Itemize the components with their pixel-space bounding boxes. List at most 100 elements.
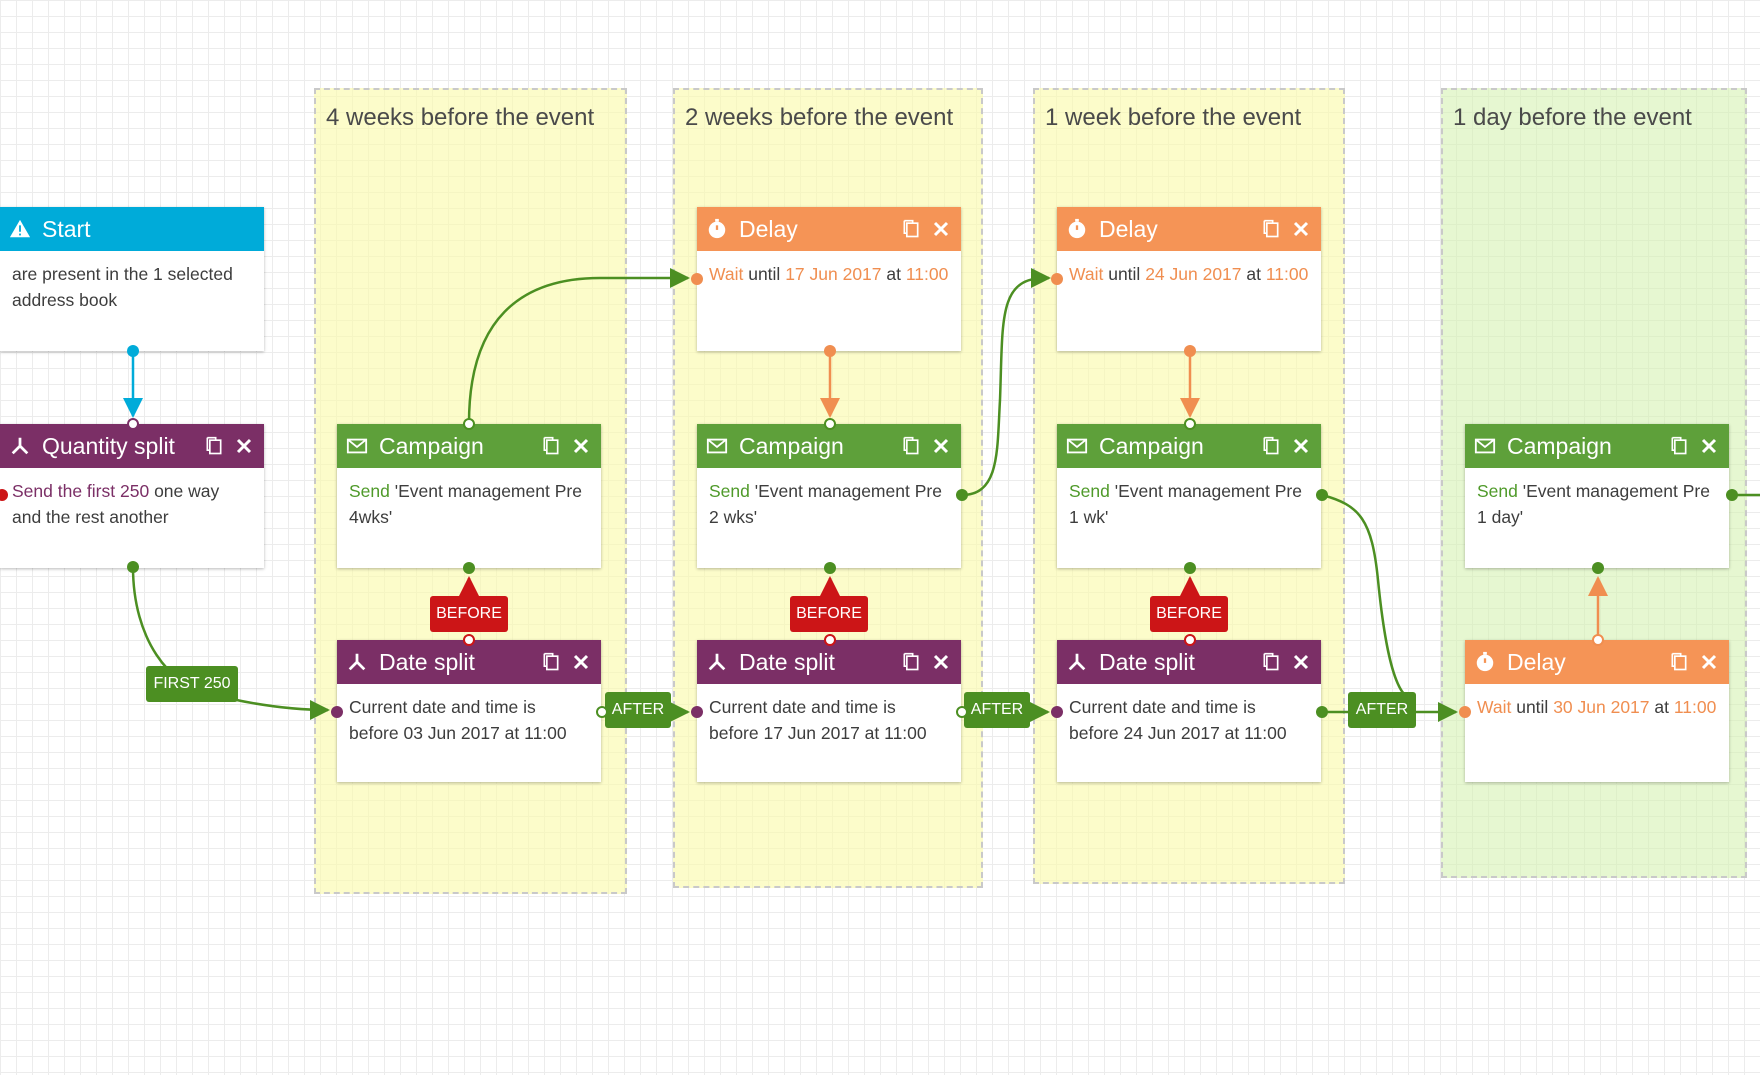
copy-icon[interactable] <box>1667 434 1691 458</box>
port-out[interactable] <box>824 562 836 574</box>
branch-tag-after[interactable]: AFTER <box>605 692 671 728</box>
branch-tag-before[interactable]: BEFORE <box>1150 596 1228 632</box>
close-icon[interactable] <box>569 434 593 458</box>
port-out[interactable] <box>1592 562 1604 574</box>
close-icon[interactable] <box>929 217 953 241</box>
port-out[interactable] <box>1184 562 1196 574</box>
port-in[interactable] <box>1459 706 1471 718</box>
wire-campaign4-delay2 <box>467 268 690 424</box>
branch-tag-before[interactable]: BEFORE <box>790 596 868 632</box>
node-start[interactable]: Start are present in the 1 selected addr… <box>0 207 264 351</box>
split-icon <box>705 650 729 674</box>
lane-title: 4 weeks before the event <box>326 104 595 131</box>
node-date-split-2wk[interactable]: Date split Current date and time is befo… <box>697 640 961 782</box>
node-delay-1day[interactable]: Delay Wait until 30 Jun 2017 at 11:00 <box>1465 640 1729 782</box>
branch-tag-before[interactable]: BEFORE <box>430 596 508 632</box>
delay-time: 11:00 <box>905 264 949 284</box>
port-in[interactable] <box>463 418 475 430</box>
node-header[interactable]: Date split <box>337 640 601 684</box>
port-in[interactable] <box>1184 634 1196 646</box>
port-in[interactable] <box>691 273 703 285</box>
lane-title: 1 day before the event <box>1453 104 1692 131</box>
port-in[interactable] <box>463 634 475 646</box>
copy-icon[interactable] <box>1259 434 1283 458</box>
close-icon[interactable] <box>929 434 953 458</box>
node-quantity-split[interactable]: Quantity split Send the first 250 one wa… <box>0 424 264 568</box>
close-icon[interactable] <box>1289 434 1313 458</box>
node-header[interactable]: Campaign <box>1057 424 1321 468</box>
copy-icon[interactable] <box>1667 650 1691 674</box>
node-campaign-2wk[interactable]: Campaign Send 'Event management Pre 2 wk… <box>697 424 961 568</box>
copy-icon[interactable] <box>539 434 563 458</box>
copy-icon[interactable] <box>539 650 563 674</box>
port-out[interactable] <box>824 345 836 357</box>
node-title: Start <box>42 215 91 242</box>
close-icon[interactable] <box>1289 217 1313 241</box>
node-header[interactable]: Delay <box>697 207 961 251</box>
close-icon[interactable] <box>1697 434 1721 458</box>
port-out[interactable] <box>1316 706 1328 718</box>
port-in[interactable] <box>127 418 139 430</box>
split-icon <box>345 650 369 674</box>
port-out[interactable] <box>1726 489 1738 501</box>
port-in[interactable] <box>824 418 836 430</box>
node-description: Current date and time is before 24 Jun 2… <box>1069 697 1287 743</box>
node-title: Delay <box>1507 648 1566 675</box>
envelope-icon <box>1065 434 1089 458</box>
node-date-split-4wk[interactable]: Date split Current date and time is befo… <box>337 640 601 782</box>
close-icon[interactable] <box>569 650 593 674</box>
port-in[interactable] <box>331 706 343 718</box>
port-out[interactable] <box>127 561 139 573</box>
close-icon[interactable] <box>232 434 256 458</box>
split-icon <box>1065 650 1089 674</box>
copy-icon[interactable] <box>1259 217 1283 241</box>
node-campaign-1wk[interactable]: Campaign Send 'Event management Pre 1 wk… <box>1057 424 1321 568</box>
node-delay-2wk[interactable]: Delay Wait until 17 Jun 2017 at 11:00 <box>697 207 961 351</box>
copy-icon[interactable] <box>899 217 923 241</box>
node-campaign-4wk[interactable]: Campaign Send 'Event management Pre 4wks… <box>337 424 601 568</box>
branch-tag-after[interactable]: AFTER <box>1348 692 1416 728</box>
node-campaign-1day[interactable]: Campaign Send 'Event management Pre 1 da… <box>1465 424 1729 568</box>
close-icon[interactable] <box>1289 650 1313 674</box>
node-description: Send 'Event management Pre 2 wks' <box>697 468 961 530</box>
node-title: Date split <box>379 648 475 675</box>
branch-tag-first-250[interactable]: FIRST 250 <box>146 666 238 702</box>
node-header[interactable]: Date split <box>697 640 961 684</box>
port-in[interactable] <box>691 706 703 718</box>
copy-icon[interactable] <box>899 434 923 458</box>
port-in[interactable] <box>1184 418 1196 430</box>
port-in[interactable] <box>1051 706 1063 718</box>
port-out[interactable] <box>596 706 608 718</box>
close-icon[interactable] <box>1697 650 1721 674</box>
port-out[interactable] <box>463 562 475 574</box>
port-out[interactable] <box>127 345 139 357</box>
port-in[interactable] <box>1051 273 1063 285</box>
copy-icon[interactable] <box>899 650 923 674</box>
node-date-split-1wk[interactable]: Date split Current date and time is befo… <box>1057 640 1321 782</box>
node-header[interactable]: Start <box>0 207 264 251</box>
port-out[interactable] <box>1592 634 1604 646</box>
port-in[interactable] <box>0 489 8 501</box>
port-out[interactable] <box>1316 489 1328 501</box>
node-header[interactable]: Quantity split <box>0 424 264 468</box>
port-out[interactable] <box>956 489 968 501</box>
port-out[interactable] <box>1184 345 1196 357</box>
port-out[interactable] <box>956 706 968 718</box>
node-header[interactable]: Delay <box>1057 207 1321 251</box>
copy-icon[interactable] <box>202 434 226 458</box>
branch-tag-after[interactable]: AFTER <box>964 692 1030 728</box>
node-header[interactable]: Date split <box>1057 640 1321 684</box>
copy-icon[interactable] <box>1259 650 1283 674</box>
delay-time: 11:00 <box>1265 264 1309 284</box>
wire-campaign2-delay1 <box>961 268 1051 497</box>
node-header[interactable]: Campaign <box>337 424 601 468</box>
node-header[interactable]: Campaign <box>1465 424 1729 468</box>
stopwatch-icon <box>705 217 729 241</box>
node-title: Date split <box>1099 648 1195 675</box>
node-header[interactable]: Delay <box>1465 640 1729 684</box>
node-description: Send the first 250 one way and the rest … <box>0 468 264 530</box>
port-in[interactable] <box>824 634 836 646</box>
node-header[interactable]: Campaign <box>697 424 961 468</box>
node-delay-1wk[interactable]: Delay Wait until 24 Jun 2017 at 11:00 <box>1057 207 1321 351</box>
close-icon[interactable] <box>929 650 953 674</box>
